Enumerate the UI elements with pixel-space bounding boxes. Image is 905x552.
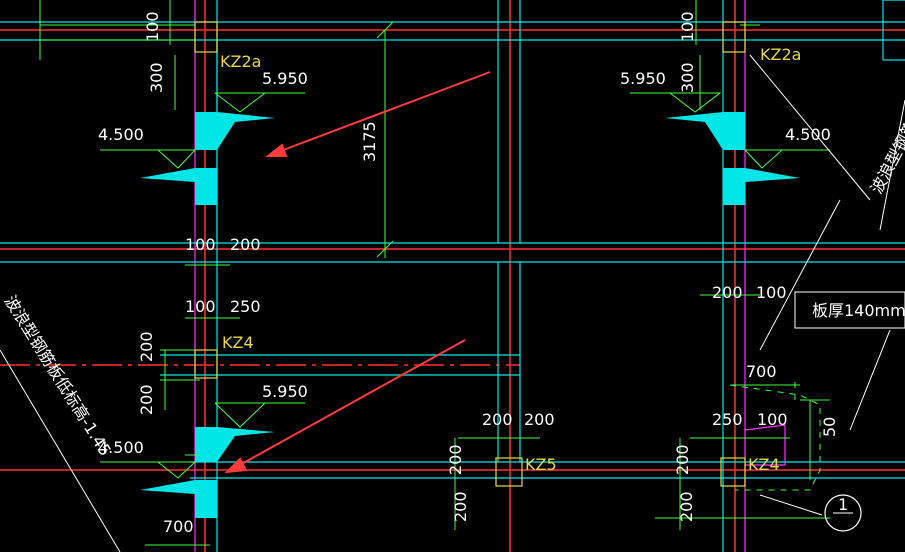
dim-300-left: 300 — [147, 62, 166, 93]
red-arrows — [224, 71, 491, 474]
dim-700-a: 700 — [746, 362, 777, 381]
dim-200-i: 200 — [673, 444, 692, 475]
dim-200-j: 200 — [677, 491, 696, 522]
axis-bubble-label: 1 — [838, 495, 848, 514]
right-diagonal-note: 波浪型钢筋 — [867, 117, 905, 197]
dim-100-top: 100 — [143, 11, 162, 42]
dim-200-g: 200 — [446, 444, 465, 475]
dimension-lines — [39, 0, 830, 546]
dim-100-c: 100 — [756, 283, 787, 302]
dim-200-d: 200 — [712, 283, 743, 302]
dim-200-b: 200 — [137, 331, 156, 362]
dim-200-f: 200 — [524, 410, 555, 429]
wall-sections — [140, 112, 800, 518]
axis-bubble-icon — [824, 494, 862, 532]
dim-700-b: 700 — [163, 517, 194, 536]
dim-3175: 3175 — [360, 121, 379, 162]
dim-100-b: 100 — [185, 297, 216, 316]
dim-50: 50 — [820, 417, 839, 437]
elevation-5950-top-right: 5.950 — [620, 69, 666, 88]
elevation-5950-lower: 5.950 — [262, 382, 308, 401]
dim-100-d: 100 — [757, 410, 788, 429]
column-label-kz4-left: KZ4 — [222, 333, 254, 352]
left-diagonal-note: 波浪型钢筋板低标高-1.45 — [1, 292, 115, 459]
dim-300-right: 300 — [678, 62, 697, 93]
dim-200-a: 200 — [230, 235, 261, 254]
dim-200-e: 200 — [482, 410, 513, 429]
elevation-4500-lower: 4.500 — [98, 438, 144, 457]
column-label-kz2a-right: KZ2a — [760, 45, 801, 64]
column-label-kz4-right: KZ4 — [748, 455, 780, 474]
elevation-4500-right: 4.500 — [785, 125, 831, 144]
elevation-5950-top-left: 5.950 — [262, 69, 308, 88]
dim-250-b: 250 — [712, 410, 743, 429]
dim-100-a: 100 — [185, 235, 216, 254]
dim-200-h: 200 — [451, 491, 470, 522]
column-boxes — [194, 21, 746, 487]
dim-200-c: 200 — [137, 384, 156, 415]
dim-100-right-top: 100 — [678, 11, 697, 42]
annotation-lines — [0, 54, 905, 552]
elevation-4500-left: 4.500 — [98, 125, 144, 144]
dim-250-a: 250 — [230, 297, 261, 316]
dashed-lines — [729, 382, 821, 491]
column-label-kz5: KZ5 — [525, 455, 557, 474]
slab-thickness-note: 板厚140mm — [812, 301, 905, 320]
column-label-kz2a-left: KZ2a — [220, 52, 261, 71]
